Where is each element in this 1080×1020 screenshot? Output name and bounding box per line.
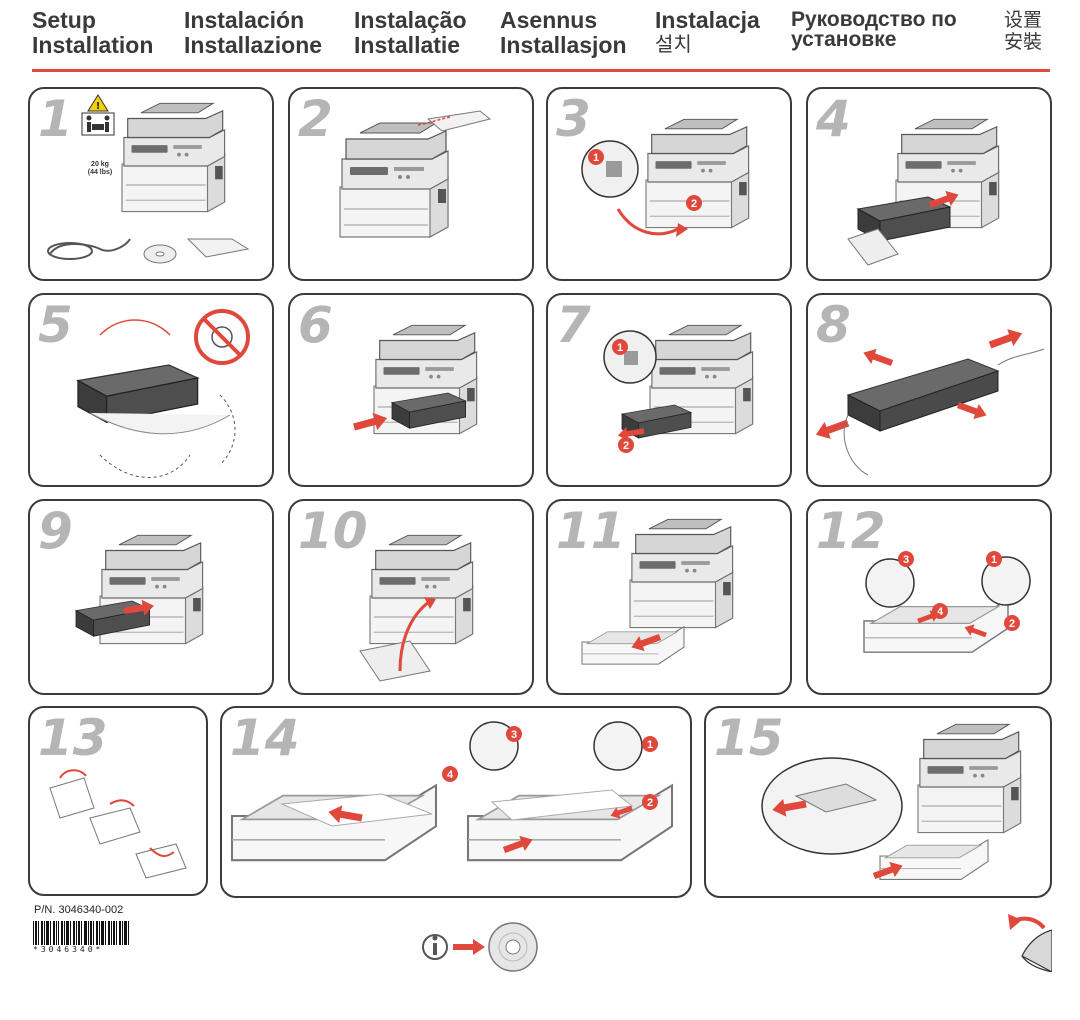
- svg-text:3: 3: [511, 729, 517, 741]
- step-11-illustration: [581, 518, 734, 665]
- header-rule: [32, 69, 1050, 72]
- step-number: 4: [816, 90, 851, 148]
- step-panel-12: 12 3 1 2 4: [806, 499, 1052, 695]
- info-to-cd: [422, 922, 538, 972]
- step-3-illustration: 1 2: [581, 118, 750, 237]
- header-col-en: Setup Installation: [32, 7, 154, 58]
- step-panel-6: 6: [288, 293, 534, 487]
- info-icon: [422, 934, 448, 960]
- step-panel-13: 13: [28, 706, 208, 896]
- svg-text:2: 2: [691, 198, 697, 210]
- step-10-illustration: [359, 534, 474, 682]
- svg-text:!: !: [96, 101, 101, 112]
- header-col-es-it: Instalación Installazione: [184, 7, 323, 58]
- step-panel-10: 10: [288, 499, 534, 695]
- part-number: P/N. 3046340-002: [34, 904, 124, 916]
- step-6-illustration: [351, 324, 478, 436]
- step-14-illustration: 3 1 4 2: [230, 721, 674, 862]
- svg-text:2: 2: [1009, 618, 1015, 630]
- page-turn-icon: [1008, 914, 1052, 972]
- svg-text:1: 1: [647, 739, 653, 751]
- step-1-illustration: !: [47, 94, 250, 264]
- step-panel-2: 2: [288, 87, 534, 281]
- step-number: 5: [38, 296, 73, 354]
- step-number: 10: [298, 502, 368, 560]
- svg-text:1: 1: [593, 152, 599, 164]
- step-7-illustration: 1 2: [603, 324, 754, 453]
- header-col-ru: Руководство по установке: [791, 8, 957, 51]
- header-col-zh: 设置 安裝: [1004, 10, 1043, 53]
- step-number: 11: [556, 502, 626, 560]
- step-2-illustration: [339, 110, 492, 238]
- step-panel-14: 14 3 1 4 2: [220, 706, 692, 898]
- step-number: 2: [298, 90, 333, 148]
- svg-text:1: 1: [991, 554, 997, 566]
- step-number: 9: [38, 502, 73, 560]
- step-13-illustration: [49, 769, 187, 879]
- step-panel-5: 5: [28, 293, 274, 487]
- step-panel-3: 3 1 2: [546, 87, 792, 281]
- cd-icon: [488, 922, 538, 972]
- svg-text:2: 2: [623, 440, 629, 452]
- svg-text:2: 2: [647, 797, 653, 809]
- header-col-fi-no: Asennus Installasjon: [500, 7, 627, 58]
- step-number: 6: [298, 296, 333, 354]
- step-15-illustration: [761, 723, 1022, 884]
- step-number: 12: [816, 502, 886, 560]
- step-4-illustration: [847, 118, 1000, 266]
- header-col-pl-ko: Instalacja 설치: [655, 7, 760, 57]
- barcode-text: *3046340*: [33, 945, 104, 954]
- step-8-illustration: [812, 324, 1045, 476]
- svg-text:3: 3: [903, 554, 909, 566]
- step-number: 3: [556, 90, 591, 148]
- svg-text:1: 1: [617, 342, 623, 354]
- step-panel-1: 1 ! 20 kg (44 lbs): [28, 87, 274, 281]
- svg-text:4: 4: [937, 606, 944, 618]
- step-number: 15: [714, 709, 784, 767]
- header: Setup Installation Instalación Installaz…: [32, 8, 1052, 64]
- step-panel-9: 9: [28, 499, 274, 695]
- header-col-pt-nl: Instalação Installatie: [354, 7, 467, 58]
- step-number: 13: [38, 709, 108, 767]
- step-number: 8: [816, 296, 851, 354]
- step-panel-11: 11: [546, 499, 792, 695]
- two-person-lift-icon: [81, 112, 115, 136]
- step-panel-15: 15: [704, 706, 1052, 898]
- svg-text:4: 4: [447, 769, 454, 781]
- step-panel-7: 7 1 2: [546, 293, 792, 487]
- step-number: 14: [230, 709, 300, 767]
- step-12-illustration: 3 1 2 4: [863, 551, 1031, 653]
- step-panel-8: 8: [806, 293, 1052, 487]
- step-panel-4: 4: [806, 87, 1052, 281]
- no-light-icon: [194, 309, 250, 365]
- weight-label: 20 kg (44 lbs): [87, 161, 113, 176]
- warning-icon: !: [87, 94, 109, 112]
- barcode: [33, 921, 129, 945]
- step-9-illustration: [75, 534, 204, 645]
- step-number: 7: [556, 296, 591, 354]
- step-number: 1: [38, 90, 73, 148]
- step-5-illustration: [77, 309, 250, 478]
